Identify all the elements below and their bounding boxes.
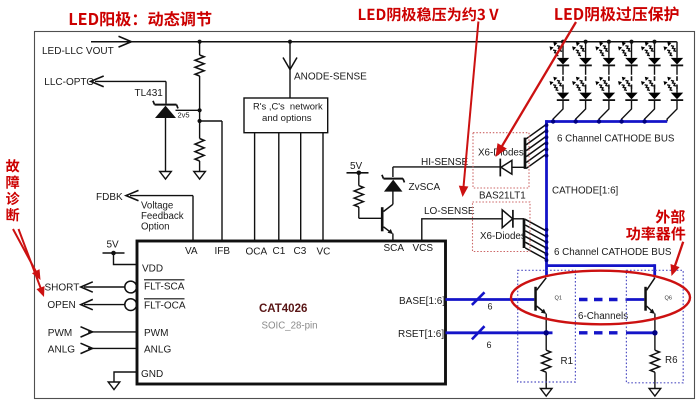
svg-text:BASE[1:6]: BASE[1:6] xyxy=(399,296,445,307)
svg-text:6-Channels: 6-Channels xyxy=(578,311,628,322)
svg-text:R's ,C's network: R's ,C's network xyxy=(253,101,323,112)
svg-text:FDBK: FDBK xyxy=(96,192,123,203)
svg-text:FLT-OCA: FLT-OCA xyxy=(144,300,186,311)
svg-text:LLC-OPTO: LLC-OPTO xyxy=(44,77,94,88)
svg-text:5V: 5V xyxy=(350,161,363,172)
svg-text:VA: VA xyxy=(185,246,198,257)
svg-text:BAS21LT1: BAS21LT1 xyxy=(479,191,526,202)
svg-text:Feedback: Feedback xyxy=(141,211,184,222)
svg-text:SHORT: SHORT xyxy=(45,282,80,293)
svg-text:6 Channel CATHODE BUS: 6 Channel CATHODE BUS xyxy=(554,247,672,258)
svg-text:VC: VC xyxy=(317,246,331,257)
svg-text:VDD: VDD xyxy=(142,263,163,274)
svg-text:R6: R6 xyxy=(665,355,678,366)
svg-text:C3: C3 xyxy=(294,246,307,257)
svg-text:OCA: OCA xyxy=(246,246,268,257)
svg-text:RSET[1:6]: RSET[1:6] xyxy=(398,329,444,340)
svg-text:SOIC_28-pin: SOIC_28-pin xyxy=(262,321,318,332)
svg-text:LED-LLC VOUT: LED-LLC VOUT xyxy=(42,46,114,57)
svg-text:HI-SENSE: HI-SENSE xyxy=(421,157,469,168)
svg-text:SCA: SCA xyxy=(384,243,405,254)
svg-text:X6-Diodes: X6-Diodes xyxy=(478,148,524,159)
svg-text:PWM: PWM xyxy=(48,328,72,339)
svg-text:R1: R1 xyxy=(561,356,574,367)
svg-text:IFB: IFB xyxy=(215,246,231,257)
svg-text:Option: Option xyxy=(141,222,170,233)
svg-text:and options: and options xyxy=(262,113,312,124)
svg-text:2v5: 2v5 xyxy=(178,111,190,120)
svg-text:FLT-SCA: FLT-SCA xyxy=(144,281,185,292)
svg-text:CATHODE[1:6]: CATHODE[1:6] xyxy=(552,186,619,197)
svg-text:Voltage: Voltage xyxy=(141,201,173,212)
svg-text:CAT4026: CAT4026 xyxy=(259,303,307,315)
svg-text:GND: GND xyxy=(141,369,163,380)
svg-text:C1: C1 xyxy=(273,246,286,257)
svg-text:6 Channel CATHODE BUS: 6 Channel CATHODE BUS xyxy=(557,133,675,144)
svg-text:ANODE-SENSE: ANODE-SENSE xyxy=(294,72,367,83)
svg-text:ANLG: ANLG xyxy=(144,345,171,356)
svg-text:X6-Diodes: X6-Diodes xyxy=(480,231,526,242)
svg-text:ANLG: ANLG xyxy=(48,345,75,356)
svg-text:5V: 5V xyxy=(107,240,120,251)
svg-text:VCS: VCS xyxy=(413,243,434,254)
svg-text:6: 6 xyxy=(488,302,493,312)
svg-text:PWM: PWM xyxy=(144,328,168,339)
svg-text:Q1: Q1 xyxy=(555,296,562,302)
svg-text:6: 6 xyxy=(487,340,492,350)
svg-text:Q6: Q6 xyxy=(665,296,672,302)
svg-text:OPEN: OPEN xyxy=(47,300,75,311)
svg-text:LO-SENSE: LO-SENSE xyxy=(424,206,475,217)
svg-text:ZvSCA: ZvSCA xyxy=(409,182,441,193)
svg-text:TL431: TL431 xyxy=(135,88,164,99)
